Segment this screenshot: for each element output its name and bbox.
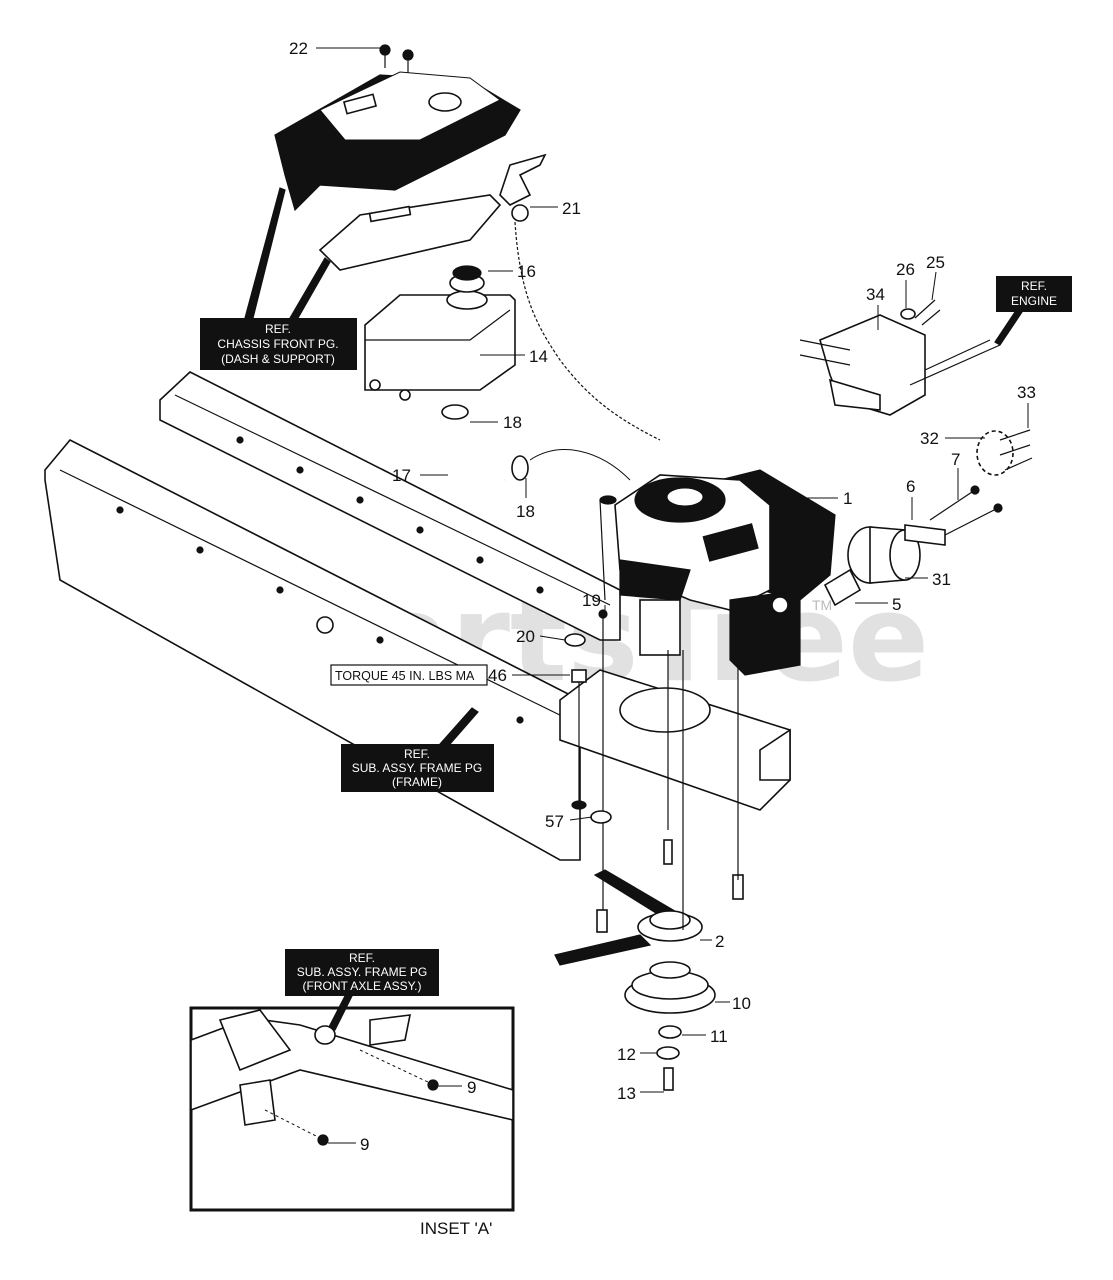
callout-1: 1 [843,489,852,508]
part-31-muffler [847,526,921,584]
callout-9-lower: 9 [360,1135,369,1154]
callout-10: 10 [732,994,751,1013]
part-20-screw [564,633,586,647]
ref-line: REF. [349,951,375,965]
part-22-screws [379,44,414,73]
dash-hood [274,71,521,212]
part-16-fuel-cap [446,265,488,310]
ref-box-chassis-front: REF. CHASSIS FRONT PG. (DASH & SUPPORT) [200,187,357,370]
part-32-bracket [976,430,1014,476]
part-34-heat-shield [799,314,926,416]
part-12-washer [656,1046,680,1060]
ref-line: (DASH & SUPPORT) [221,352,335,366]
callout-19: 19 [582,591,601,610]
frame-rail-rear [159,371,621,641]
callout-numbers: 22 21 16 14 18 17 18 1 31 5 6 7 32 33 34… [289,39,1036,1154]
ref-line: REF. [1021,279,1047,293]
callout-13: 13 [617,1084,636,1103]
part-7-bolts [929,485,1003,536]
watermark-tm: TM [812,597,832,613]
callout-21: 21 [562,199,581,218]
part-21-throttle-control [499,153,661,441]
part-5-gasket [823,568,862,607]
part-13-bolt [663,1067,674,1091]
part-11-washer [658,1025,682,1039]
ref-line: ENGINE [1011,294,1057,308]
callout-17: 17 [392,466,411,485]
ref-line: SUB. ASSY. FRAME PG [297,965,428,979]
part-10-pulley [624,961,716,1014]
torque-label: TORQUE 45 IN. LBS MA [330,664,488,686]
callout-33: 33 [1017,383,1036,402]
callout-26: 26 [896,260,915,279]
inset-a: INSET 'A' [189,1006,515,1238]
inset-label: INSET 'A' [420,1219,492,1238]
callout-25: 25 [926,253,945,272]
part-18-clamp-upper [441,404,469,420]
ref-line: REF. [404,747,430,761]
callout-22: 22 [289,39,308,58]
callout-18-upper: 18 [503,413,522,432]
part-6-bracket [904,524,946,546]
part-33-screws [999,429,1033,471]
callout-16: 16 [517,262,536,281]
callout-12: 12 [617,1045,636,1064]
callout-34: 34 [866,285,885,304]
part-46-nut [571,669,587,810]
callout-32: 32 [920,429,939,448]
part-17-fuel-line [447,430,631,503]
part-1-engine [599,469,836,676]
callout-20: 20 [516,627,535,646]
part-25-screws [914,299,941,326]
ref-line: SUB. ASSY. FRAME PG [352,761,483,775]
part-57-washer [590,810,612,824]
callout-18-lower: 18 [516,502,535,521]
callout-5: 5 [892,595,901,614]
callout-7: 7 [951,450,960,469]
leader-lines [316,47,1029,1144]
callout-9-upper: 9 [467,1078,476,1097]
torque-text: TORQUE 45 IN. LBS MA [335,669,475,683]
ref-box-engine: REF. ENGINE [994,276,1072,346]
callout-57: 57 [545,812,564,831]
ref-line: (FRONT AXLE ASSY.) [303,979,422,993]
callout-2: 2 [715,932,724,951]
ref-line: (FRAME) [392,775,442,789]
callout-14: 14 [529,347,548,366]
part-18-clamp-lower [511,455,529,481]
mount-bolts [596,640,744,933]
dash-support [318,194,502,271]
part-14-fuel-tank [364,294,516,401]
ref-line: CHASSIS FRONT PG. [217,337,338,351]
part-2-pulley [637,650,703,942]
engine-mount-plate [559,669,791,811]
callout-11: 11 [710,1027,728,1046]
engine-bolts [909,339,1001,386]
callout-31: 31 [932,570,951,589]
part-26-washer [900,308,916,320]
ref-box-front-axle: REF. SUB. ASSY. FRAME PG (FRONT AXLE ASS… [285,949,439,1031]
callout-46: 46 [488,666,507,685]
ref-line: REF. [265,322,291,336]
callout-6: 6 [906,477,915,496]
ref-box-frame: REF. SUB. ASSY. FRAME PG (FRAME) [341,707,494,792]
